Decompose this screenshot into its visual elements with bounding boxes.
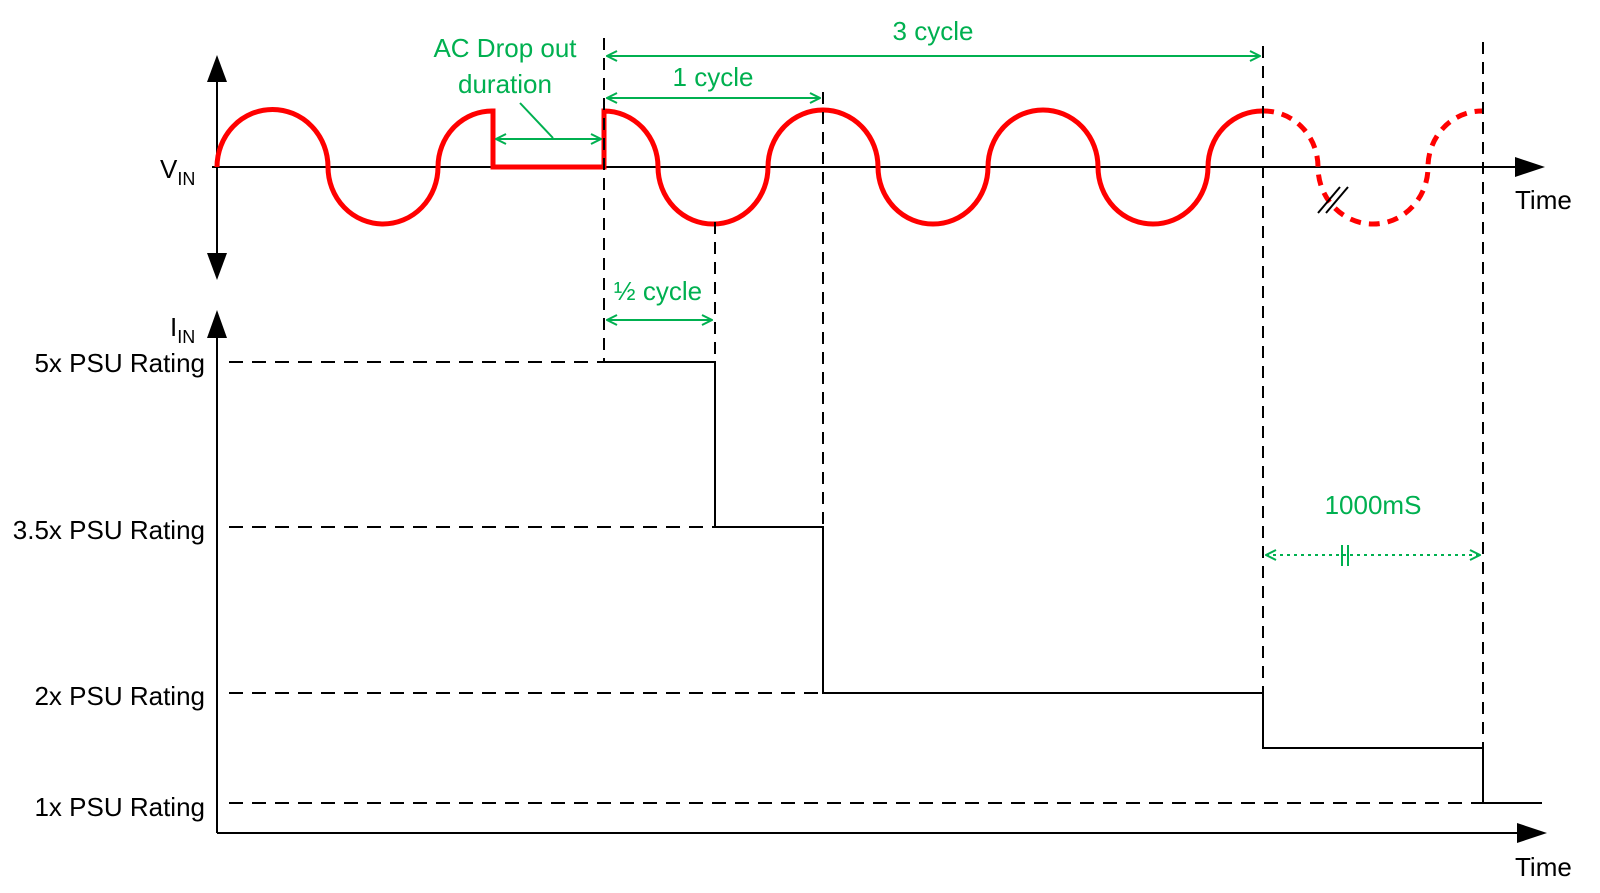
vin-label-subscript: IN [177, 169, 195, 189]
level-label-1x: 1x PSU Rating [34, 792, 205, 822]
level-label-3-5x: 3.5x PSU Rating [13, 515, 205, 545]
ac-voltage-waveform [214, 107, 1264, 227]
dropout-label-line2: duration [458, 69, 552, 99]
vin-up-arrowhead [207, 55, 227, 82]
half-cycle-label: ½ cycle [614, 276, 702, 306]
duration-1000ms-label: 1000mS [1325, 490, 1422, 520]
time-break-mark [1317, 186, 1349, 214]
duration-1000ms-break-mark [1341, 545, 1349, 566]
vin-down-arrowhead [207, 253, 227, 280]
ac-voltage-waveform-continuation [1262, 108, 1484, 227]
iin-label-subscript: IN [177, 327, 195, 347]
vin-label-main: V [160, 154, 178, 184]
vin-time-arrowhead [1515, 157, 1545, 177]
vin-label: VIN [160, 154, 195, 189]
current-axes [207, 310, 1547, 843]
voltage-axes [207, 55, 1545, 280]
vin-time-label: Time [1515, 185, 1572, 215]
iin-time-label: Time [1515, 852, 1572, 882]
dropout-leader-line [519, 102, 554, 139]
level-label-5x: 5x PSU Rating [34, 348, 205, 378]
iin-label-main: I [170, 312, 177, 342]
three-cycle-label: 3 cycle [893, 16, 974, 46]
iin-time-arrowhead [1517, 823, 1547, 843]
level-label-2x: 2x PSU Rating [34, 681, 205, 711]
inrush-current-profile [604, 361, 1542, 804]
one-cycle-label: 1 cycle [673, 62, 754, 92]
level-reference-lines [229, 361, 1483, 804]
iin-up-arrowhead [207, 310, 227, 338]
timing-guide-lines [603, 38, 1484, 803]
dropout-label-line1: AC Drop out [433, 33, 577, 63]
iin-label: IIN [170, 312, 195, 347]
